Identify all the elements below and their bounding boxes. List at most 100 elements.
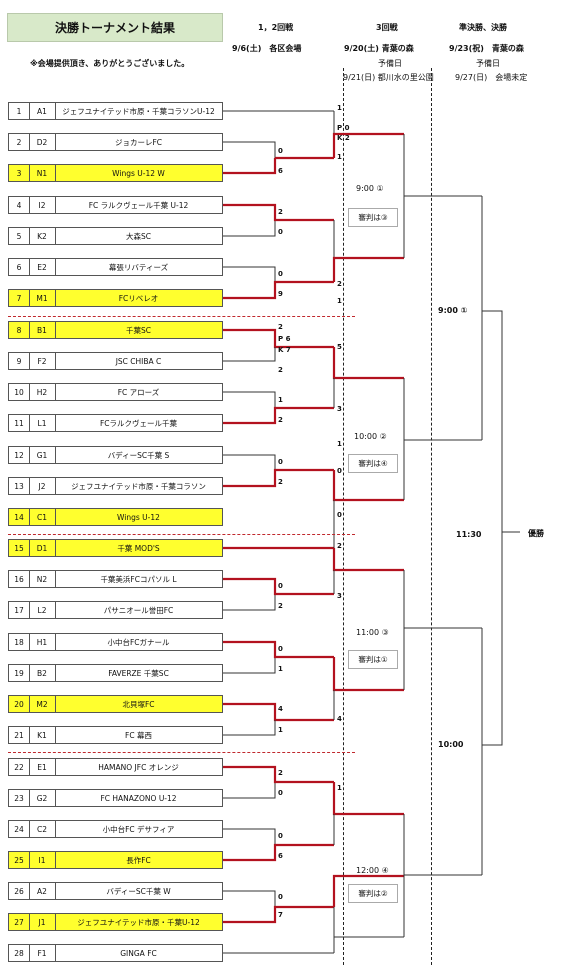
r1-win-line bbox=[223, 158, 277, 175]
team-number: 2 bbox=[9, 134, 30, 150]
team-number: 15 bbox=[9, 540, 30, 556]
score: 1 bbox=[337, 297, 342, 305]
team-code: B2 bbox=[29, 665, 56, 681]
score: 1 bbox=[278, 726, 283, 734]
team-name: HAMANO JFC オレンジ bbox=[98, 762, 179, 772]
team-code: J1 bbox=[29, 914, 56, 930]
team-number: 25 bbox=[9, 852, 30, 868]
team-number: 7 bbox=[9, 290, 30, 306]
match-time: 11:00 ③ bbox=[356, 628, 389, 637]
team-name: 幕張リバティーズ bbox=[108, 262, 169, 272]
team-code: L1 bbox=[29, 415, 56, 431]
score: 1 bbox=[337, 440, 342, 448]
team-number: 4 bbox=[9, 197, 30, 213]
team-code: M2 bbox=[29, 696, 56, 712]
team-code: A2 bbox=[29, 883, 56, 899]
team-number: 12 bbox=[9, 447, 30, 463]
team-code: G2 bbox=[29, 790, 56, 806]
r1-win-line bbox=[223, 905, 334, 924]
r1-line bbox=[223, 766, 276, 799]
score: 3 bbox=[337, 592, 342, 600]
score: 4 bbox=[278, 705, 283, 713]
r2-win-line bbox=[332, 874, 404, 907]
referee-box: 審判は① bbox=[348, 650, 398, 669]
referee-box: 審判は② bbox=[348, 884, 398, 903]
team-number: 1 bbox=[9, 103, 30, 119]
r2-win-line bbox=[332, 256, 404, 282]
team-number: 19 bbox=[9, 665, 30, 681]
team-name: Wings U-12 W bbox=[112, 168, 165, 178]
score: 3 bbox=[337, 405, 342, 413]
team-name: ジェフユナイテッド市原・千葉U-12 bbox=[77, 917, 200, 927]
team-code: E1 bbox=[29, 759, 56, 775]
team-name: FC ラルクヴェール千葉 U-12 bbox=[88, 200, 189, 210]
team-name: 千葉SC bbox=[126, 325, 151, 335]
page-title: 決勝トーナメント結果 bbox=[7, 13, 223, 42]
r1-win-line bbox=[223, 280, 334, 300]
score: 0 bbox=[278, 458, 283, 466]
team-number: 9 bbox=[9, 353, 30, 369]
r1-line bbox=[223, 890, 276, 923]
team-number: 6 bbox=[9, 259, 30, 275]
score: 2 bbox=[278, 769, 283, 777]
semifinal-reserve-date: 9/27(日) 会場未定 bbox=[455, 73, 528, 82]
match-time: 9:00 ① bbox=[438, 306, 468, 315]
team-number: 8 bbox=[9, 322, 30, 338]
score: 2 bbox=[278, 602, 283, 610]
team-name: 北貝塚FC bbox=[122, 699, 155, 709]
score: 2 bbox=[278, 208, 283, 216]
score: K 7 bbox=[278, 346, 291, 354]
team-code: K1 bbox=[29, 727, 56, 743]
r2-win-line bbox=[332, 347, 404, 380]
team-name: FCリベレオ bbox=[118, 293, 159, 303]
round3-reserve-date: 9/21(日) 都川水の里公園 bbox=[343, 73, 434, 82]
score: 2 bbox=[278, 416, 283, 424]
referee-box: 審判は④ bbox=[348, 454, 398, 473]
champion-label: 優勝 bbox=[528, 529, 544, 538]
score: 2 bbox=[337, 280, 342, 288]
group-divider bbox=[8, 534, 355, 535]
team-code: I2 bbox=[29, 197, 56, 213]
round3-date: 9/20(土) 青葉の森 bbox=[344, 44, 414, 53]
match-time: 9:00 ① bbox=[356, 184, 384, 193]
r1-win-line bbox=[223, 765, 334, 784]
team-code: D2 bbox=[29, 134, 56, 150]
score: 0 bbox=[337, 467, 342, 475]
team-number: 5 bbox=[9, 228, 30, 244]
team-name: FC 幕西 bbox=[125, 730, 152, 740]
group-divider bbox=[8, 752, 355, 753]
r1-line bbox=[223, 720, 276, 736]
r1-win-line bbox=[223, 468, 334, 488]
score: 0 bbox=[337, 511, 342, 519]
score: 1 bbox=[278, 665, 283, 673]
score: 0 bbox=[278, 147, 283, 155]
team-number: 24 bbox=[9, 821, 30, 837]
team-code: N2 bbox=[29, 571, 56, 587]
score: 0 bbox=[278, 789, 283, 797]
team-number: 20 bbox=[9, 696, 30, 712]
column-divider bbox=[343, 68, 344, 965]
score: 9 bbox=[278, 290, 283, 298]
r1-win-line bbox=[223, 702, 334, 722]
team-name: 千葉 MOD'S bbox=[117, 543, 160, 553]
team-name: GINGA FC bbox=[120, 948, 157, 958]
round3-reserve-label: 予備日 bbox=[378, 59, 402, 68]
team-name: 長作FC bbox=[126, 855, 151, 865]
team-code: I1 bbox=[29, 852, 56, 868]
r2-line bbox=[333, 907, 404, 938]
